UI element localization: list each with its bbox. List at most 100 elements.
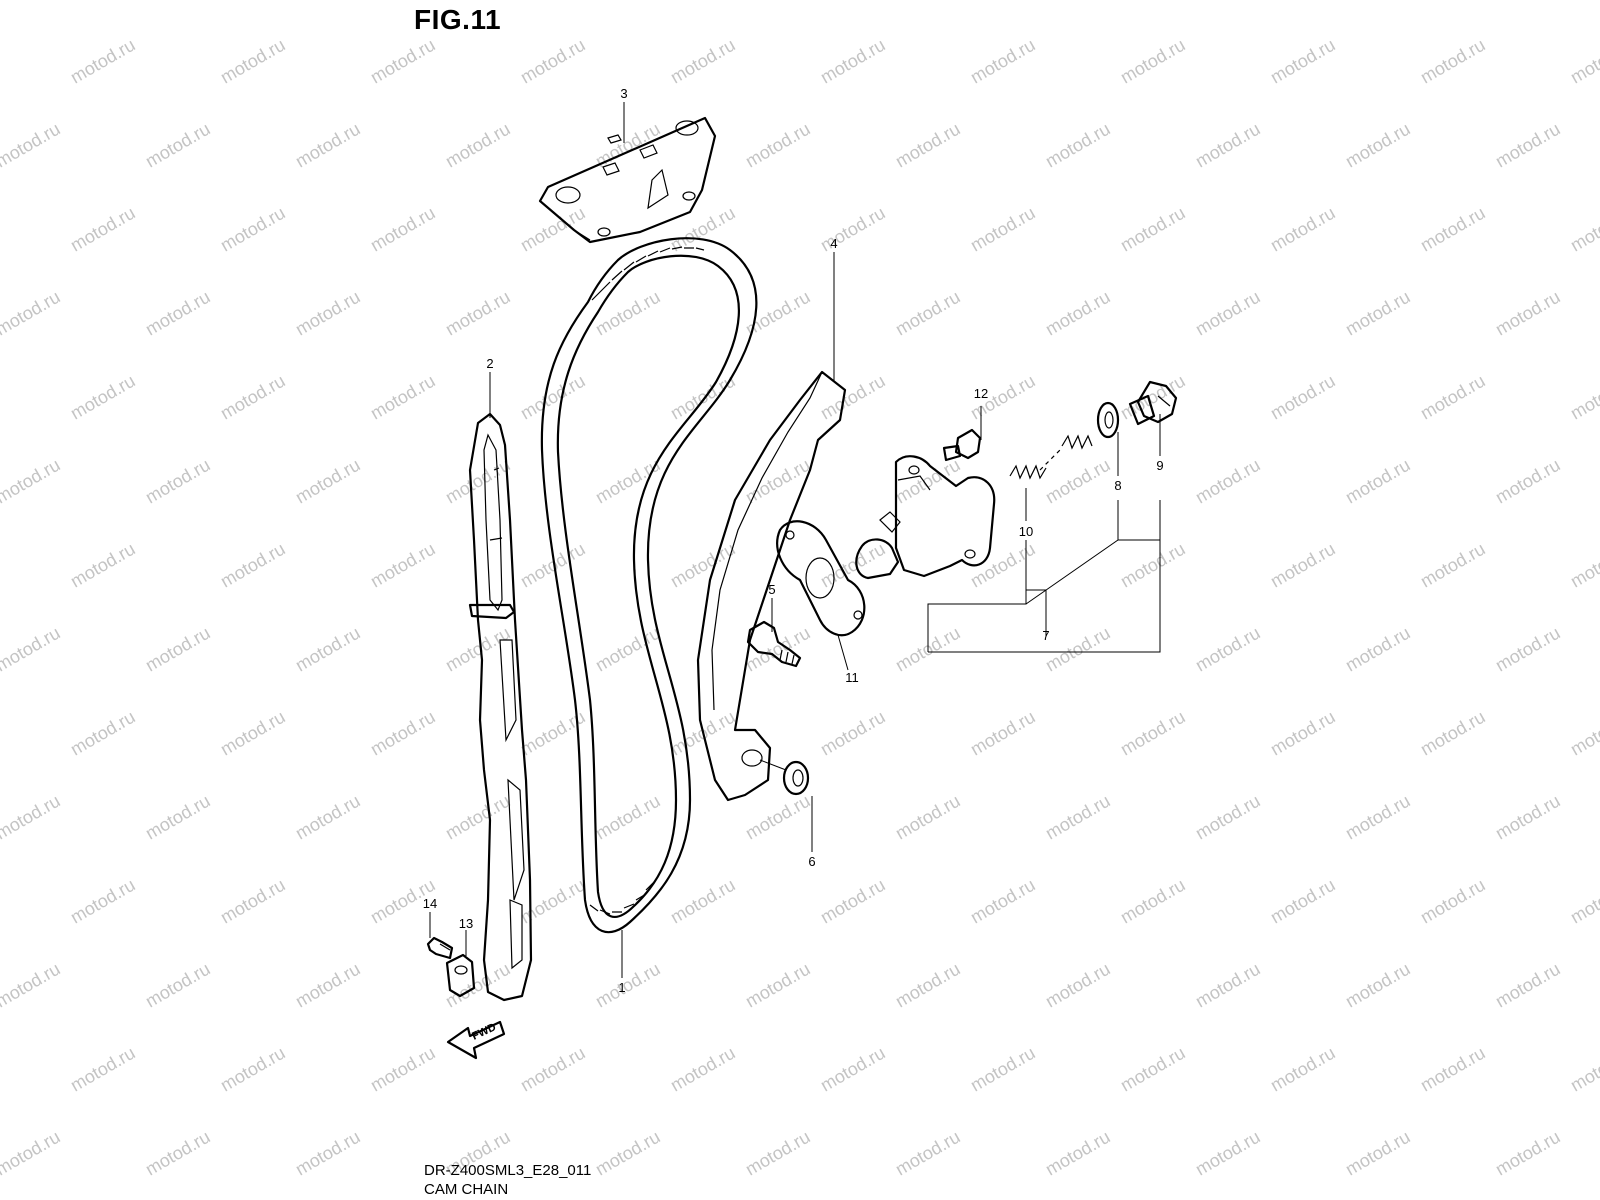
watermark-text: motod.ru [742,455,814,508]
watermark-text: motod.ru [217,707,289,760]
watermark-text: motod.ru [1417,371,1489,424]
watermark-text: motod.ru [1492,791,1564,844]
watermark-text: motod.ru [1417,35,1489,88]
callout-13: 13 [459,916,473,931]
watermark-text: motod.ru [1342,287,1414,340]
part-11-gasket[interactable] [776,520,866,637]
part-9-plug-bolt[interactable] [1128,380,1178,426]
watermark-text: motod.ru [292,623,364,676]
watermark-text: motod.ru [67,875,139,928]
watermark-text: motod.ru [517,35,589,88]
watermark-text: motod.ru [1267,875,1339,928]
watermark-text: motod.ru [1042,959,1114,1012]
watermark-text: motod.ru [217,1043,289,1096]
watermark-text: motod.ru [1192,623,1264,676]
watermark-text: motod.ru [517,875,589,928]
watermark-text: motod.ru [1192,455,1264,508]
watermark-text: motod.ru [142,119,214,172]
watermark-text: motod.ru [1417,1043,1489,1096]
forward-arrow-icon: FWD [446,1020,506,1060]
callout-3: 3 [620,86,627,101]
watermark-text: motod.ru [367,35,439,88]
watermark-text: motod.ru [592,455,664,508]
watermark-text: motod.ru [217,371,289,424]
watermark-text: motod.ru [1342,119,1414,172]
watermark-text: motod.ru [742,1127,814,1180]
watermark-text: motod.ru [1192,0,1264,3]
part-10-spring[interactable] [1009,434,1093,480]
watermark-text: motod.ru [1267,371,1339,424]
watermark-text: motod.ru [1042,455,1114,508]
callout-9: 9 [1156,458,1163,473]
watermark-text: motod.ru [1342,791,1414,844]
watermark-text: motod.ru [1192,119,1264,172]
watermark-text: motod.ru [1417,875,1489,928]
watermark-text: motod.ru [1492,623,1564,676]
watermark-text: motod.ru [967,1043,1039,1096]
watermark-text: motod.ru [1567,539,1600,592]
part-7-tensioner-assembly[interactable] [855,455,996,580]
watermark-text: motod.ru [1342,455,1414,508]
watermark-text: motod.ru [892,0,964,3]
watermark-text: motod.ru [292,959,364,1012]
watermark-text: motod.ru [67,35,139,88]
watermark-text: motod.ru [442,959,514,1012]
part-14-bolt[interactable] [426,936,454,960]
watermark-text: motod.ru [892,287,964,340]
watermark-text: motod.ru [67,203,139,256]
watermark-text: motod.ru [817,1043,889,1096]
callout-6: 6 [808,854,815,869]
watermark-text: motod.ru [442,455,514,508]
watermark-text: motod.ru [1567,203,1600,256]
part-12-bolt[interactable] [942,428,982,462]
watermark-text: motod.ru [0,0,64,3]
watermark-text: motod.ru [67,539,139,592]
watermark-text: motod.ru [1342,623,1414,676]
watermark-text: motod.ru [1492,119,1564,172]
watermark-text: motod.ru [1567,707,1600,760]
watermark-text: motod.ru [817,203,889,256]
watermark-text: motod.ru [442,287,514,340]
watermark-text: motod.ru [0,455,64,508]
watermark-text: motod.ru [1267,539,1339,592]
callout-4: 4 [830,236,837,251]
part-1-cam-chain[interactable] [540,237,758,934]
watermark-text: motod.ru [0,791,64,844]
watermark-text: motod.ru [817,371,889,424]
leader-lines [429,102,1161,978]
callout-1: 1 [618,980,625,995]
watermark-text: motod.ru [142,1127,214,1180]
watermark-text: motod.ru [1567,35,1600,88]
watermark-text: motod.ru [517,1043,589,1096]
watermark-text: motod.ru [1192,959,1264,1012]
part-4-tensioner-guide[interactable] [696,370,847,802]
watermark-text: motod.ru [1492,455,1564,508]
part-8-washer[interactable] [1096,401,1120,439]
part-13-spacer[interactable] [445,953,476,998]
watermark-text: motod.ru [0,623,64,676]
watermark-text: motod.ru [367,203,439,256]
part-2-chain-guide[interactable] [468,412,533,1002]
part-3-chain-guide-plate[interactable] [538,116,717,244]
watermark-text: motod.ru [1417,707,1489,760]
watermark-text: motod.ru [1192,287,1264,340]
callout-2: 2 [486,356,493,371]
watermark-text: motod.ru [1042,623,1114,676]
watermark-text: motod.ru [892,1127,964,1180]
watermark-text: motod.ru [967,35,1039,88]
watermark-text: motod.ru [292,455,364,508]
watermark-text: motod.ru [1342,0,1414,3]
watermark-text: motod.ru [1267,707,1339,760]
watermark-text: motod.ru [1192,1127,1264,1180]
watermark-text: motod.ru [667,35,739,88]
watermark-text: motod.ru [817,707,889,760]
callout-5: 5 [768,582,775,597]
watermark-text: motod.ru [0,119,64,172]
watermark-text: motod.ru [742,791,814,844]
callout-14: 14 [423,896,437,911]
watermark-text: motod.ru [1567,371,1600,424]
part-6-washer[interactable] [759,759,810,796]
watermark-text: motod.ru [1117,1043,1189,1096]
watermark-text: motod.ru [142,959,214,1012]
